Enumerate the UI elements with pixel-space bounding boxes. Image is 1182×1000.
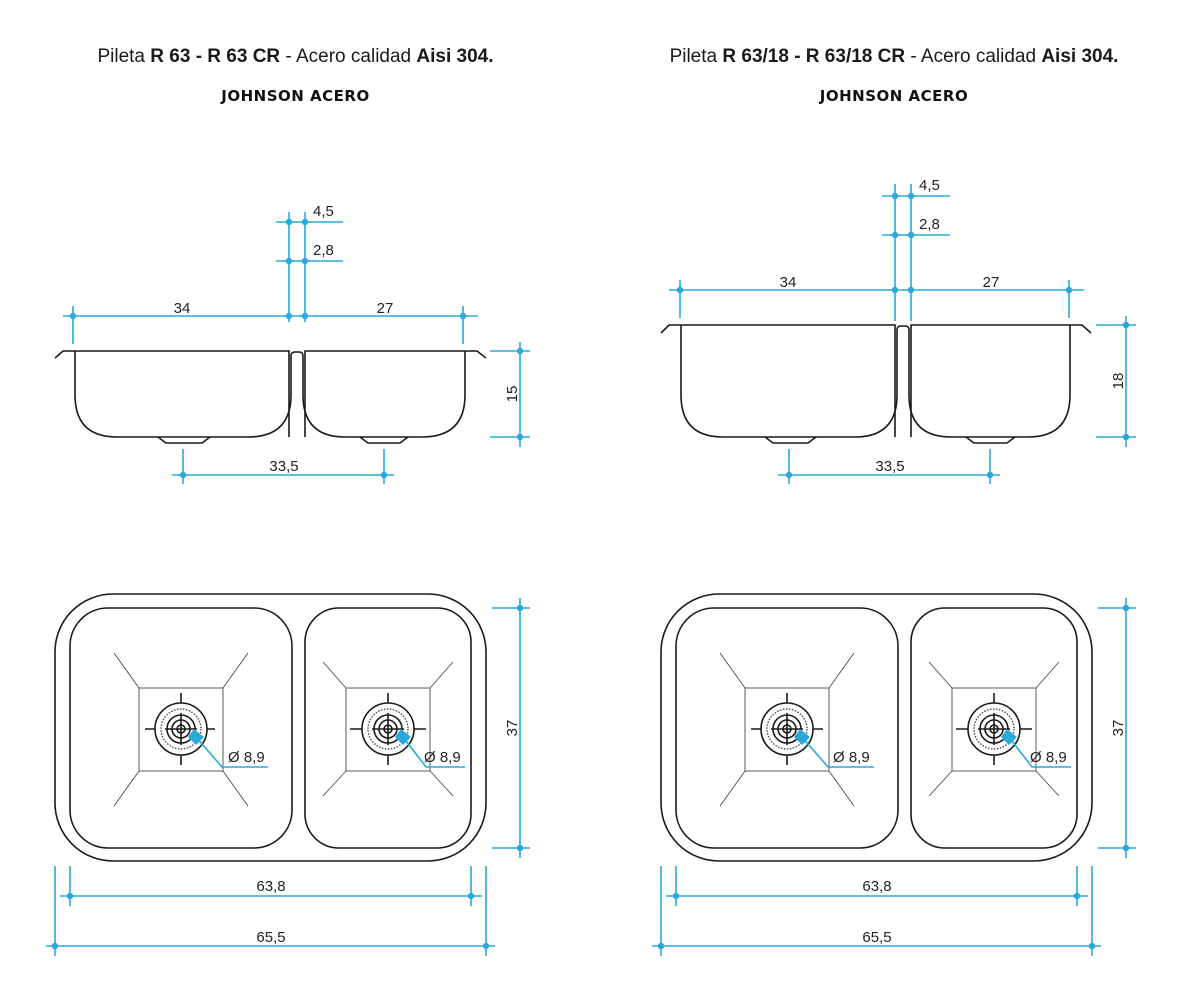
dim-inner-width-label: 63,8 [862,878,891,895]
title-material: Aisi 304. [1041,46,1119,67]
plan-view [54,593,487,862]
dim-drain-big: Ø 8,9 [188,729,268,768]
dim-drain-big-label: Ø 8,9 [833,749,870,766]
dim-depth: 18 [1096,316,1136,447]
dim-bowl-widths: 34 27 [669,274,1084,318]
brand-label: JOHNSON ACERO [221,87,370,105]
dim-drain-small: Ø 8,9 [1001,729,1071,768]
dim-bowl-big-label: 34 [174,300,191,317]
product-title: Pileta R 63/18 - R 63/18 CR - Acero cali… [606,46,1182,68]
sink-panel-r63: Pileta R 63 - R 63 CR - Acero calidad Ai… [0,46,591,956]
dim-wall: 2,8 [276,242,343,265]
dim-drain-small-label: Ø 8,9 [424,749,461,766]
dim-height: 37 [1098,598,1136,858]
dim-inner-width: 63,8 [60,866,482,906]
dim-drain-big-label: Ø 8,9 [228,749,265,766]
title-material: Aisi 304. [416,46,494,67]
drain-small-icon [956,693,1032,765]
side-view [54,350,487,444]
dim-drain-span-label: 33,5 [875,458,904,475]
product-title: Pileta R 63 - R 63 CR - Acero calidad Ai… [0,46,591,68]
dim-wall-label: 2,8 [919,216,940,233]
title-prefix: Pileta [669,46,723,67]
dim-outer-width: 65,5 [46,866,495,956]
dim-bowl-small-label: 27 [983,274,1000,291]
dim-depth-label: 18 [1110,373,1127,390]
dim-outer-width-label: 65,5 [256,929,285,946]
title-middle: - Acero calidad [905,46,1042,67]
dim-drain-span: 33,5 [778,449,1000,484]
dim-wall-label: 2,8 [313,242,334,259]
dim-depth: 15 [490,342,530,447]
title-models: R 63 - R 63 CR [150,46,281,67]
dim-bowl-widths: 34 27 [63,300,478,344]
technical-drawing: 4,5 2,8 34 27 15 33,5 [46,203,530,956]
dim-drain-span: 33,5 [172,449,394,484]
dim-inner-width-label: 63,8 [256,878,285,895]
title-prefix: Pileta [97,46,151,67]
brand-label: JOHNSON ACERO [819,87,969,105]
dim-height-label: 37 [504,720,521,737]
drain-small-icon [350,693,426,765]
technical-drawing: 4,5 2,8 34 27 18 33,5 [652,177,1136,956]
dim-bowl-big-label: 34 [780,274,797,291]
plan-view [660,593,1093,862]
dim-drain-small-label: Ø 8,9 [1030,749,1067,766]
drain-big-icon [145,693,215,765]
dim-top-wall: 4,5 [882,177,950,321]
dim-depth-label: 15 [504,386,521,403]
title-models: R 63/18 - R 63/18 CR [722,46,906,67]
dim-drain-big: Ø 8,9 [794,729,874,768]
dim-drain-span-label: 33,5 [269,458,298,475]
dim-inner-width: 63,8 [666,866,1088,906]
dim-wall: 2,8 [882,216,950,239]
dim-top-wall-label: 4,5 [313,203,334,220]
side-view [660,324,1092,444]
dim-drain-small: Ø 8,9 [395,729,465,768]
dim-top-wall-label: 4,5 [919,177,940,194]
dim-height: 37 [492,598,530,858]
title-middle: - Acero calidad [280,46,417,67]
dim-outer-width: 65,5 [652,866,1101,956]
dim-top-wall: 4,5 [276,203,343,322]
dim-bowl-small-label: 27 [377,300,394,317]
dim-outer-width-label: 65,5 [862,929,891,946]
sink-panel-r63-18: Pileta R 63/18 - R 63/18 CR - Acero cali… [606,0,1182,1000]
drain-big-icon [751,693,823,765]
dim-height-label: 37 [1110,720,1127,737]
